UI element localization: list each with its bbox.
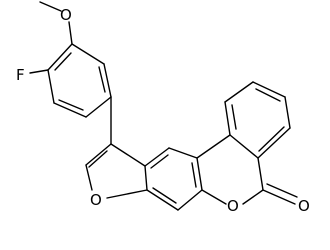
- bond-aryl-dbl-3: [98, 66, 106, 93]
- bond-carbonyl-dbl: [266, 183, 298, 198]
- bond-central-5: [146, 189, 179, 211]
- bond-aryl-dbl-1: [54, 52, 72, 71]
- bond-furan-2: [85, 164, 93, 191]
- bond-aryl-5: [103, 63, 112, 98]
- bond-carbonyl: [262, 189, 296, 205]
- bond-furan-3: [106, 189, 148, 199]
- bond-right-dbl-2: [255, 88, 281, 102]
- bond-aryl-dbl-2: [58, 99, 84, 111]
- bond-lactone-5: [229, 134, 259, 159]
- bond-right-5: [257, 127, 291, 159]
- bond-aryl-1: [47, 43, 73, 71]
- bond-aryl-2: [47, 69, 55, 104]
- bond-lactone-3: [242, 189, 264, 205]
- bond-central-4: [177, 189, 203, 211]
- bond-o-aryl: [68, 21, 73, 45]
- carbonyl-oxygen-label: O: [298, 197, 310, 215]
- bond-aryl-6: [71, 43, 105, 65]
- bond-right-4: [284, 96, 291, 129]
- bond-central-2: [168, 147, 198, 159]
- bond-central-dbl-2: [191, 162, 197, 188]
- bond-lactone-4: [257, 157, 264, 191]
- bond-central-1: [144, 147, 170, 167]
- bond-methyl-o: [39, 1, 62, 12]
- bond-central-dbl-3: [152, 187, 177, 204]
- bond-lactone-2: [201, 189, 227, 205]
- bond-right-2: [224, 81, 254, 103]
- fluorine-label: F: [16, 66, 25, 84]
- methoxy-oxygen-label: O: [60, 6, 72, 24]
- bond-lactone-1: [196, 134, 231, 159]
- bond-furan-5: [110, 143, 146, 167]
- bond-right-dbl-3: [258, 126, 285, 152]
- bond-furan-4: [144, 165, 148, 191]
- bond-right-dbl-1: [231, 104, 237, 130]
- bond-c-f: [29, 69, 49, 74]
- bond-aryl-3: [53, 102, 87, 118]
- bond-furan-1: [85, 143, 112, 166]
- bond-right-1: [224, 101, 231, 136]
- bond-central-dbl-1: [150, 154, 169, 169]
- bond-central-3: [196, 157, 203, 191]
- bond-right-3: [252, 81, 286, 98]
- bond-aryl-4: [85, 96, 112, 118]
- bond-furan-dbl: [88, 150, 108, 168]
- lactone-oxygen-label: O: [227, 197, 239, 215]
- furan-oxygen-label: O: [90, 191, 102, 209]
